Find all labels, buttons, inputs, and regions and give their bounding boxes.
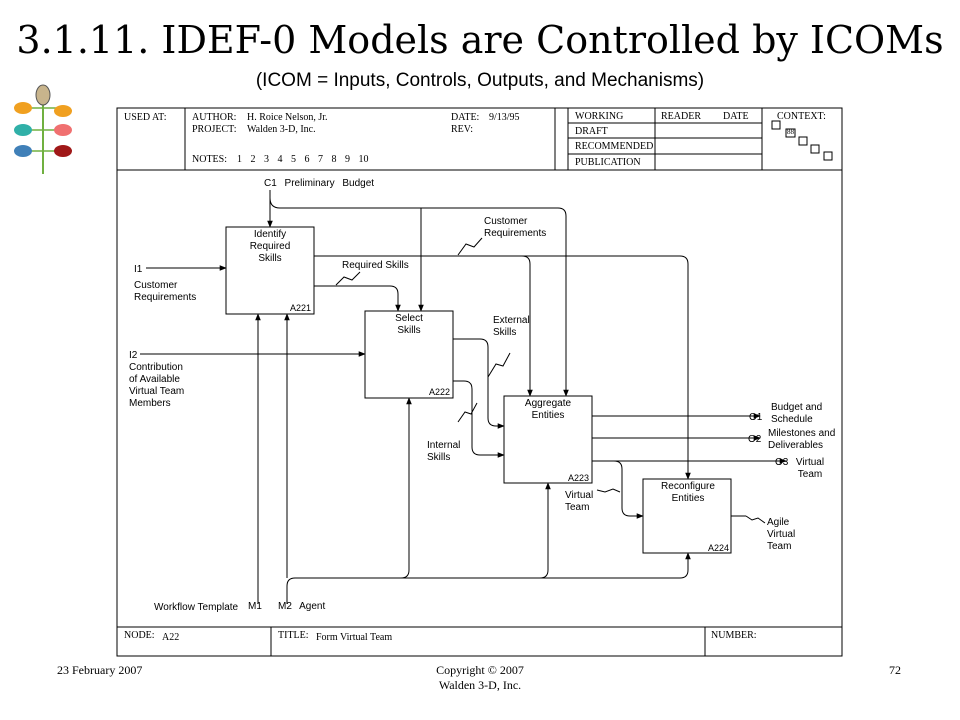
node-label: NODE: (124, 630, 155, 641)
squiggle-internal-skills (457, 402, 478, 423)
form-frame (116, 107, 843, 657)
arrow-internal-skills (453, 380, 505, 458)
number-label: NUMBER: (711, 630, 757, 641)
status-publication: PUBLICATION (575, 157, 641, 168)
notes-numbers: 1 2 3 4 5 6 7 8 9 10 (237, 154, 369, 165)
project-value: Walden 3-D, Inc. (247, 124, 316, 135)
squiggle-virtual-team (596, 488, 621, 493)
date-value: 9/13/95 (489, 112, 520, 123)
page-number: 72 (889, 663, 901, 677)
label-o1-code: O1 (749, 412, 763, 423)
label-o2-code: O2 (748, 434, 762, 445)
arrow-required-skills (314, 285, 401, 312)
title-value: Form Virtual Team (316, 632, 393, 643)
box-identify-id: A221 (290, 303, 312, 313)
node-value: A22 (162, 632, 180, 643)
logo-circle (54, 145, 72, 157)
logo-circle (14, 145, 32, 157)
squiggle-external-skills (487, 352, 511, 378)
project-label: PROJECT: (192, 124, 237, 135)
slide-title: 3.1.11. IDEF-0 Models are Controlled by … (16, 18, 944, 62)
logo-circle (54, 105, 72, 117)
arrow-m2-to-select (400, 397, 412, 579)
box-aggregate-id: A223 (568, 473, 590, 483)
used-at-label: USED AT: (124, 112, 167, 123)
logo-circle-top (35, 84, 51, 106)
arrow-m2-to-aggregate (539, 482, 551, 579)
rev-label: REV: (451, 124, 474, 135)
arrow-m2-mechanism (286, 552, 691, 604)
box-aggregate-entities (503, 395, 593, 484)
arrow-c1-branch (269, 197, 569, 397)
label-i1-code: I1 (134, 264, 143, 275)
label-c1: C1 Preliminary Budget (264, 178, 375, 189)
date-label: DATE: (451, 112, 480, 123)
squiggle-customer-req (457, 237, 483, 256)
logo-circle (54, 124, 72, 136)
box-reconfigure-id: A224 (708, 543, 730, 553)
label-o3-code: O3 (775, 457, 789, 468)
reader-date-label: DATE (723, 111, 749, 122)
slide-subtitle: (ICOM = Inputs, Controls, Outputs, and M… (255, 70, 705, 91)
company-logo-icon (14, 84, 72, 174)
arrow-external-skills (453, 338, 505, 429)
squiggle-agile (745, 515, 766, 524)
reader-label: READER (661, 111, 701, 122)
squiggle-required-skills (335, 271, 361, 286)
label-m1-code: M1 (248, 601, 262, 612)
notes-label: NOTES: (192, 154, 227, 165)
box-reconfigure-entities (642, 478, 732, 554)
author-value: H. Roice Nelson, Jr. (247, 112, 328, 123)
footer-date: 23 February 2007 (57, 663, 143, 677)
arrow-virtual-team-to-reconfigure (613, 460, 644, 519)
status-working: WORKING (575, 111, 624, 122)
context-code: 88 (787, 128, 794, 136)
label-i2-code: I2 (129, 350, 138, 361)
label-m2: M2 Agent (278, 601, 326, 612)
logo-circle (14, 102, 32, 114)
box-select-skills (364, 310, 454, 399)
label-m1: Workflow Template (154, 602, 239, 613)
title-label: TITLE: (278, 630, 309, 641)
author-label: AUTHOR: (192, 112, 237, 123)
arrow-customer-req-to-aggregate (521, 255, 533, 397)
status-recommended: RECOMMENDED (575, 141, 654, 152)
logo-circle (14, 124, 32, 136)
context-label: CONTEXT: (777, 111, 826, 122)
arrow-customer-req-control (314, 255, 691, 480)
box-select-id: A222 (429, 387, 451, 397)
status-draft: DRAFT (575, 126, 608, 137)
label-required-skills: Required Skills (342, 260, 409, 271)
